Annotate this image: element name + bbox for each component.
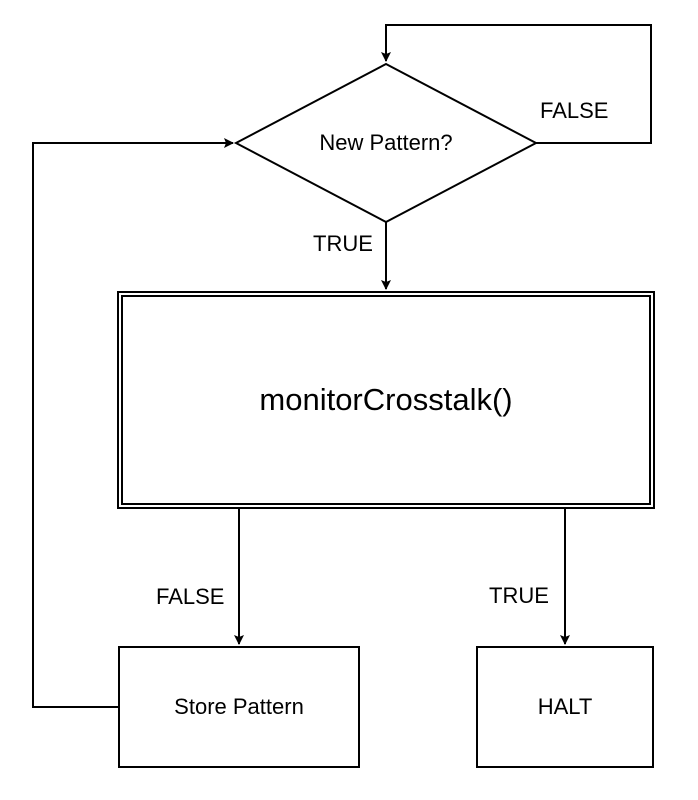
store-pattern-box [118, 646, 360, 768]
edge-label-decision-true: TRUE [313, 231, 373, 256]
process-box-inner-border [121, 295, 651, 505]
edge-decision-false-loop [381, 24, 652, 144]
process-label: monitorCrosstalk() [259, 382, 513, 417]
halt-box [476, 646, 654, 768]
store-pattern-label: Store Pattern [174, 694, 304, 719]
halt-label: HALT [537, 694, 593, 719]
edge-label-decision-false: FALSE [540, 98, 609, 123]
edge-label-process-false: FALSE [156, 584, 225, 609]
edge-store-loop [32, 138, 234, 708]
edge-label-process-true: TRUE [489, 583, 549, 608]
decision-label: New Pattern? [319, 130, 453, 155]
process-box-outer-border [117, 291, 655, 509]
